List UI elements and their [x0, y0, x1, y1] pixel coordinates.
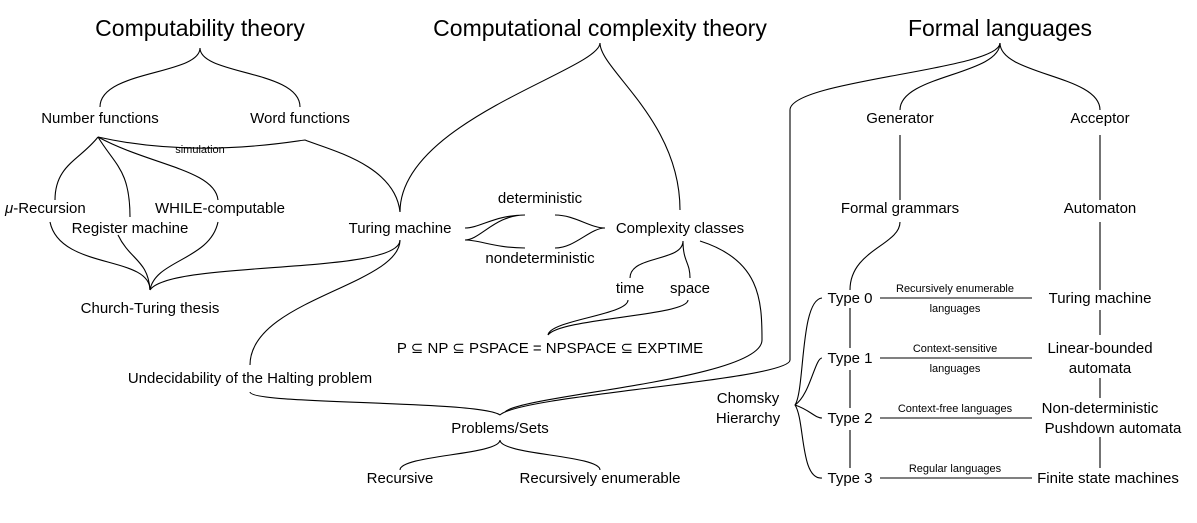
deterministic-left-brace	[464, 214, 526, 249]
type3-machine-line1: Finite state machines	[1037, 470, 1179, 487]
complexity-relation-label: P ⊆ NP ⊆ PSPACE = NPSPACE ⊆ EXPTIME	[396, 340, 704, 357]
title-complexity: Computational complexity theory	[433, 15, 767, 41]
turing-machine-to-undecidability	[249, 239, 401, 366]
complexity-to-complexity-classes	[599, 42, 681, 211]
formal-languages-brace	[899, 42, 1101, 111]
automaton-label: Automaton	[1063, 200, 1137, 217]
time-label: time	[615, 280, 645, 297]
chomsky-label-line2: Hierarchy	[715, 410, 781, 427]
classes-to-problems	[504, 240, 763, 413]
while-computable-label: WHILE-computable	[154, 200, 286, 217]
undecidability-to-problems	[249, 391, 501, 416]
type2-language-line1: Context-free languages	[897, 403, 1013, 415]
nondeterministic-label: nondeterministic	[485, 250, 595, 267]
type3-language-line1: Regular languages	[908, 463, 1002, 475]
type1-machine-line2: automata	[1068, 360, 1132, 377]
problems-sets-label: Problems/Sets	[451, 420, 549, 437]
deterministic-label: deterministic	[497, 190, 583, 207]
church-turing-thesis-label: Church-Turing thesis	[80, 300, 220, 317]
number-functions-to-turing-machine	[97, 136, 401, 213]
turing-machine-to-church-turing	[149, 239, 401, 291]
formal-grammars-label: Formal grammars	[840, 200, 960, 217]
problems-to-outcomes	[399, 439, 601, 471]
grammars-to-type0	[849, 221, 901, 291]
type0-language-line1: Recursively enumerable	[896, 283, 1014, 295]
type3-label: Type 3	[827, 470, 873, 487]
chomsky-label-line1: Chomsky	[716, 390, 780, 407]
type0-label: Type 0	[827, 290, 873, 307]
type2-machine-line1: Non-deterministic	[1041, 400, 1159, 417]
type2-machine-line2: Pushdown automata	[1044, 420, 1182, 437]
complexity-to-turing-machine	[399, 42, 601, 213]
number-functions-to-register-machine	[97, 136, 131, 218]
classes-to-time-space	[629, 240, 691, 279]
type1-machine-line1: Linear-bounded	[1047, 340, 1153, 357]
title-computability: Computability theory	[95, 15, 305, 41]
computability-brace	[99, 47, 301, 108]
formal-languages-to-problems	[499, 42, 1001, 416]
recursive-label: Recursive	[366, 470, 434, 487]
mu-recursion-label: μ-Recursion	[5, 200, 86, 218]
type0-machine-line1: Turing machine	[1048, 290, 1152, 307]
chomsky-brace	[794, 297, 823, 479]
complexity-classes-label: Complexity classes	[615, 220, 745, 237]
mu-recursion-to-church-turing	[49, 221, 151, 291]
time-space-to-relation	[547, 299, 689, 336]
type0-language-line2: languages	[929, 303, 981, 315]
number-functions-label: Number functions	[41, 110, 159, 127]
type2-label: Type 2	[827, 410, 873, 427]
deterministic-right-brace	[554, 214, 606, 249]
acceptor-label: Acceptor	[1070, 110, 1130, 127]
while-to-church-turing	[149, 221, 219, 291]
title-formal-languages: Formal languages	[907, 15, 1093, 41]
register-machine-to-church-turing	[117, 234, 151, 291]
space-label: space	[669, 280, 711, 297]
turing-machine-label: Turing machine	[348, 220, 452, 237]
number-functions-to-mu-recursion	[54, 136, 99, 201]
recursively-enumerable-label: Recursively enumerable	[519, 470, 681, 487]
simulation-label: simulation	[175, 144, 225, 156]
word-functions-label: Word functions	[250, 110, 350, 127]
type1-label: Type 1	[827, 350, 873, 367]
register-machine-label: Register machine	[71, 220, 189, 237]
number-functions-to-while	[97, 136, 219, 201]
mu-symbol: μ	[5, 200, 14, 217]
mu-recursion-text: -Recursion	[13, 200, 86, 217]
type1-language-line2: languages	[929, 363, 981, 375]
type1-language-line1: Context-sensitive	[912, 343, 998, 355]
undecidability-label: Undecidability of the Halting problem	[127, 370, 373, 387]
generator-label: Generator	[866, 110, 934, 127]
